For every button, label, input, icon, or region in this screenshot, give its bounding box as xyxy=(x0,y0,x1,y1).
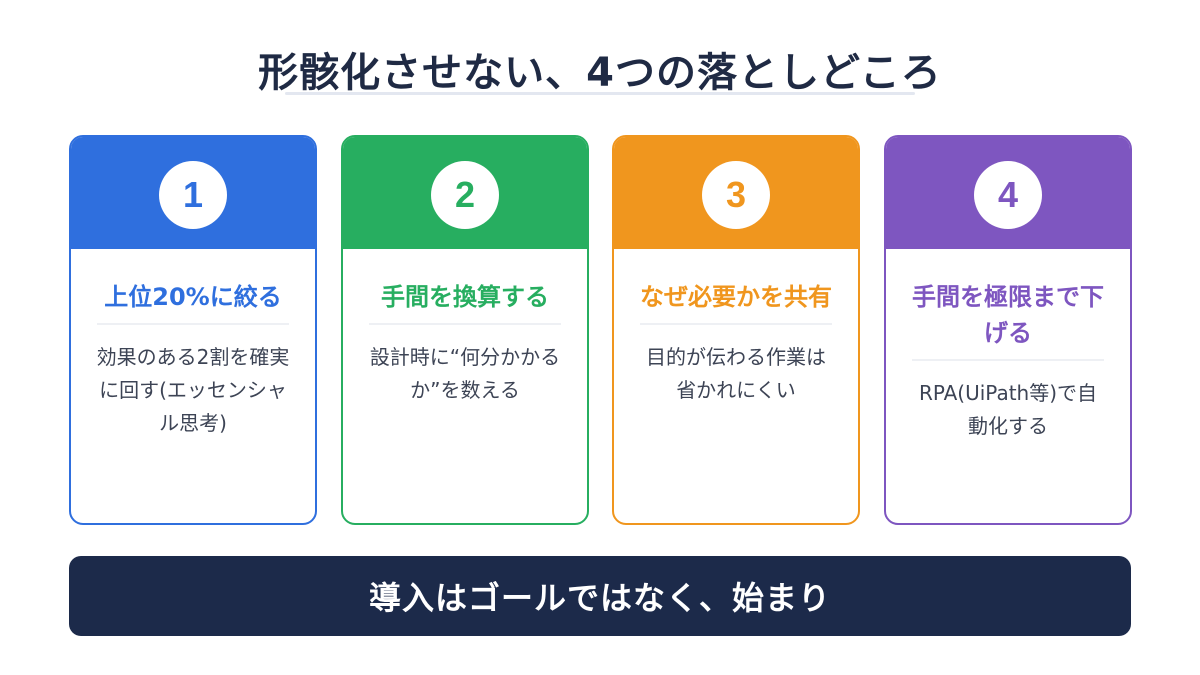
card-description: RPA(UiPath等)で自動化する xyxy=(918,381,1098,438)
step-number-badge: 1 xyxy=(159,161,227,229)
card-heading: 手間を換算する xyxy=(369,279,561,325)
card-1: 1 上位20%に絞る 効果のある2割を確実に回す(エッセンシャル思考) xyxy=(69,135,317,525)
conclusion-banner: 導入はゴールではなく、始まり xyxy=(69,556,1131,636)
card-3: 3 なぜ必要かを共有 目的が伝わる作業は省かれにくい xyxy=(612,135,860,525)
card-header: 2 xyxy=(343,137,587,249)
cards-row: 1 上位20%に絞る 効果のある2割を確実に回す(エッセンシャル思考) 2 手間… xyxy=(69,135,1132,525)
page-title: 形骸化させない、4つの落としどころ xyxy=(258,50,942,96)
card-description: 目的が伝わる作業は省かれにくい xyxy=(646,345,826,402)
card-header: 3 xyxy=(614,137,858,249)
card-description: 設計時に“何分かかるか”を数える xyxy=(369,345,561,402)
card-heading: なぜ必要かを共有 xyxy=(640,279,832,325)
card-header: 1 xyxy=(71,137,315,249)
card-2: 2 手間を換算する 設計時に“何分かかるか”を数える xyxy=(341,135,589,525)
step-number-badge: 2 xyxy=(431,161,499,229)
step-number-badge: 4 xyxy=(974,161,1042,229)
step-number-badge: 3 xyxy=(702,161,770,229)
card-4: 4 手間を極限まで下げる RPA(UiPath等)で自動化する xyxy=(884,135,1132,525)
card-heading: 手間を極限まで下げる xyxy=(912,279,1104,361)
card-heading: 上位20%に絞る xyxy=(97,279,289,325)
card-description: 効果のある2割を確実に回す(エッセンシャル思考) xyxy=(96,345,290,435)
card-header: 4 xyxy=(886,137,1130,249)
title-underline xyxy=(285,92,915,95)
